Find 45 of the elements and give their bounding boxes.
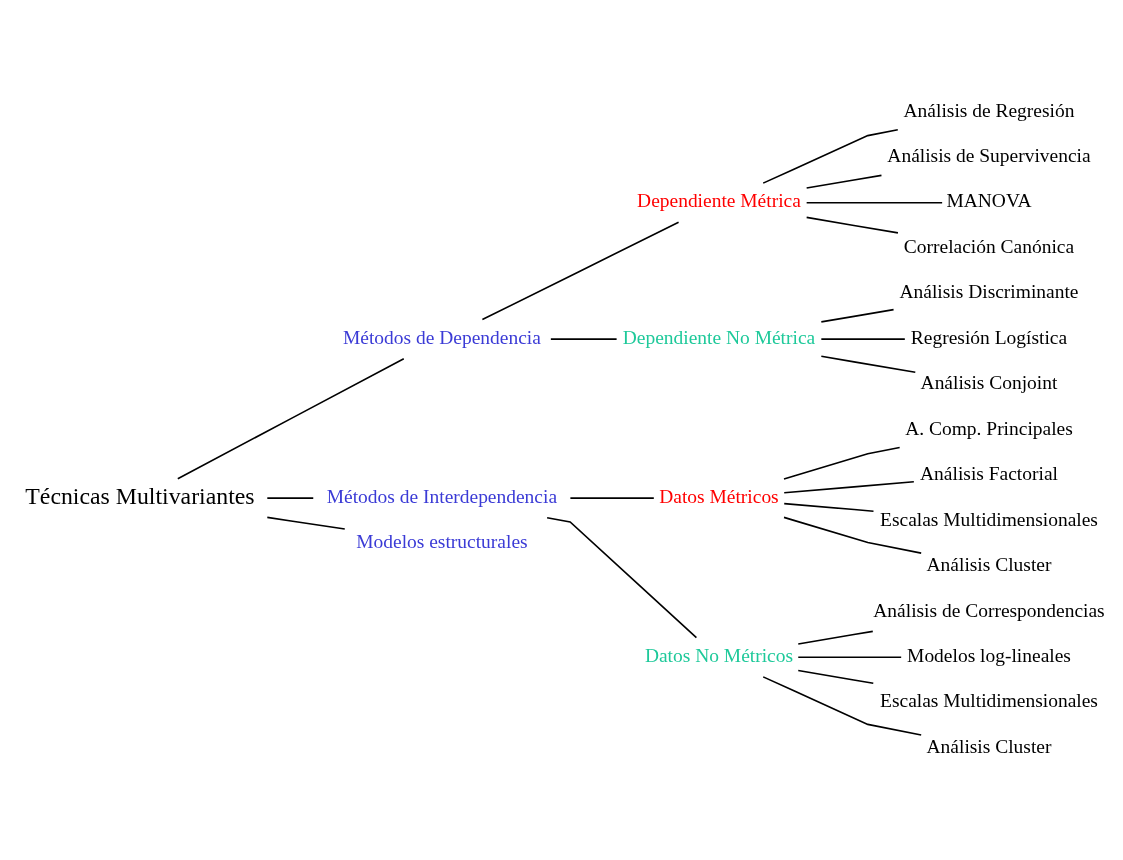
connector bbox=[762, 676, 922, 736]
connector bbox=[569, 497, 655, 499]
node-text: Análisis Cluster bbox=[926, 735, 1052, 757]
node-text: Escalas Multidimensionales bbox=[880, 690, 1098, 712]
connector bbox=[805, 174, 883, 189]
node-text: Análisis Factorial bbox=[920, 463, 1058, 485]
node-text: Análisis de Regresión bbox=[903, 99, 1075, 121]
connector bbox=[550, 338, 618, 340]
connector bbox=[783, 480, 915, 494]
node-text: Análisis Discriminante bbox=[899, 281, 1079, 303]
node-text: Modelos log-lineales bbox=[907, 645, 1071, 667]
connector bbox=[762, 128, 899, 184]
connector bbox=[783, 502, 875, 512]
connector bbox=[797, 656, 902, 659]
node-text: Dependiente Métrica bbox=[637, 190, 801, 212]
connector bbox=[546, 516, 698, 639]
connector bbox=[177, 357, 405, 480]
connector bbox=[797, 630, 874, 645]
node-text: Modelos estructurales bbox=[356, 531, 528, 553]
connector bbox=[820, 338, 906, 340]
node-text: Escalas Multidimensionales bbox=[880, 508, 1098, 530]
node-text: Métodos de Interdependencia bbox=[326, 485, 558, 507]
connector bbox=[805, 201, 943, 204]
node-text: Métodos de Dependencia bbox=[342, 326, 541, 348]
connector bbox=[820, 308, 895, 323]
connector bbox=[266, 497, 315, 499]
node-text: Análisis Conjoint bbox=[920, 372, 1058, 394]
connector bbox=[797, 669, 875, 685]
node-text: A. Comp. Principales bbox=[905, 417, 1073, 439]
node-text: Dependiente No Métrica bbox=[622, 326, 816, 348]
node-text: Datos No Métricos bbox=[644, 645, 794, 667]
connector bbox=[266, 516, 346, 530]
connector bbox=[805, 216, 899, 234]
node-text: Técnicas Multivariantes bbox=[25, 483, 255, 510]
connector bbox=[783, 446, 901, 480]
node-text: Regresión Logística bbox=[910, 326, 1068, 348]
node-text: Datos Métricos bbox=[659, 485, 779, 507]
node-text: MANOVA bbox=[946, 190, 1032, 212]
node-text: Análisis de Correspondencias bbox=[873, 599, 1105, 621]
connector bbox=[820, 355, 917, 374]
node-text: Análisis Cluster bbox=[926, 554, 1052, 576]
connector bbox=[481, 221, 680, 321]
node-text: Correlación Canónica bbox=[903, 235, 1075, 257]
node-text: Análisis de Supervivencia bbox=[887, 145, 1091, 167]
connector bbox=[783, 516, 922, 554]
